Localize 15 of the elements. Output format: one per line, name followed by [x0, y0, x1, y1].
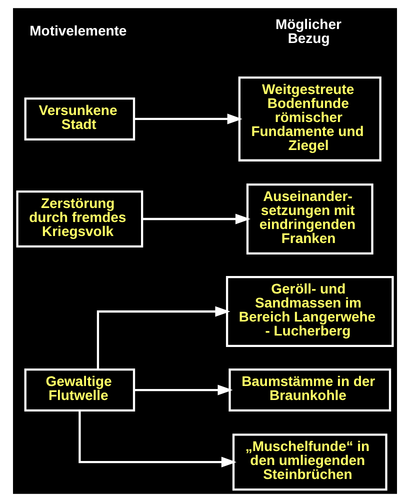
arrow [134, 384, 232, 396]
label: Motivelemente [29, 22, 126, 38]
node-box: Versunkene Stadt [24, 97, 135, 140]
node-box: Gewaltige Flutwelle [24, 368, 135, 412]
arrow [78, 410, 236, 468]
node-box: „Muschelfunde“ in den umliegenden Steinbrüchen [232, 434, 387, 491]
node-box: Baumstämme in der Braunkohle [228, 368, 391, 412]
node-box: Zerstörung durch fremdes Kriegsvolk [16, 190, 143, 248]
label: Möglicher Bezug [274, 16, 341, 46]
node-box: Auseinander- setzungen mit eindringenden Franken [246, 184, 373, 254]
arrow [134, 114, 242, 124]
node-box: Geröll- und Sandmassen im Bereich Langerwehe - Lucherberg [225, 276, 394, 347]
node-box: Weitgestreute Bodenfunde römischer Fundamente und Ziegel [238, 76, 381, 162]
arrow [142, 214, 250, 224]
arrow [96, 306, 230, 370]
